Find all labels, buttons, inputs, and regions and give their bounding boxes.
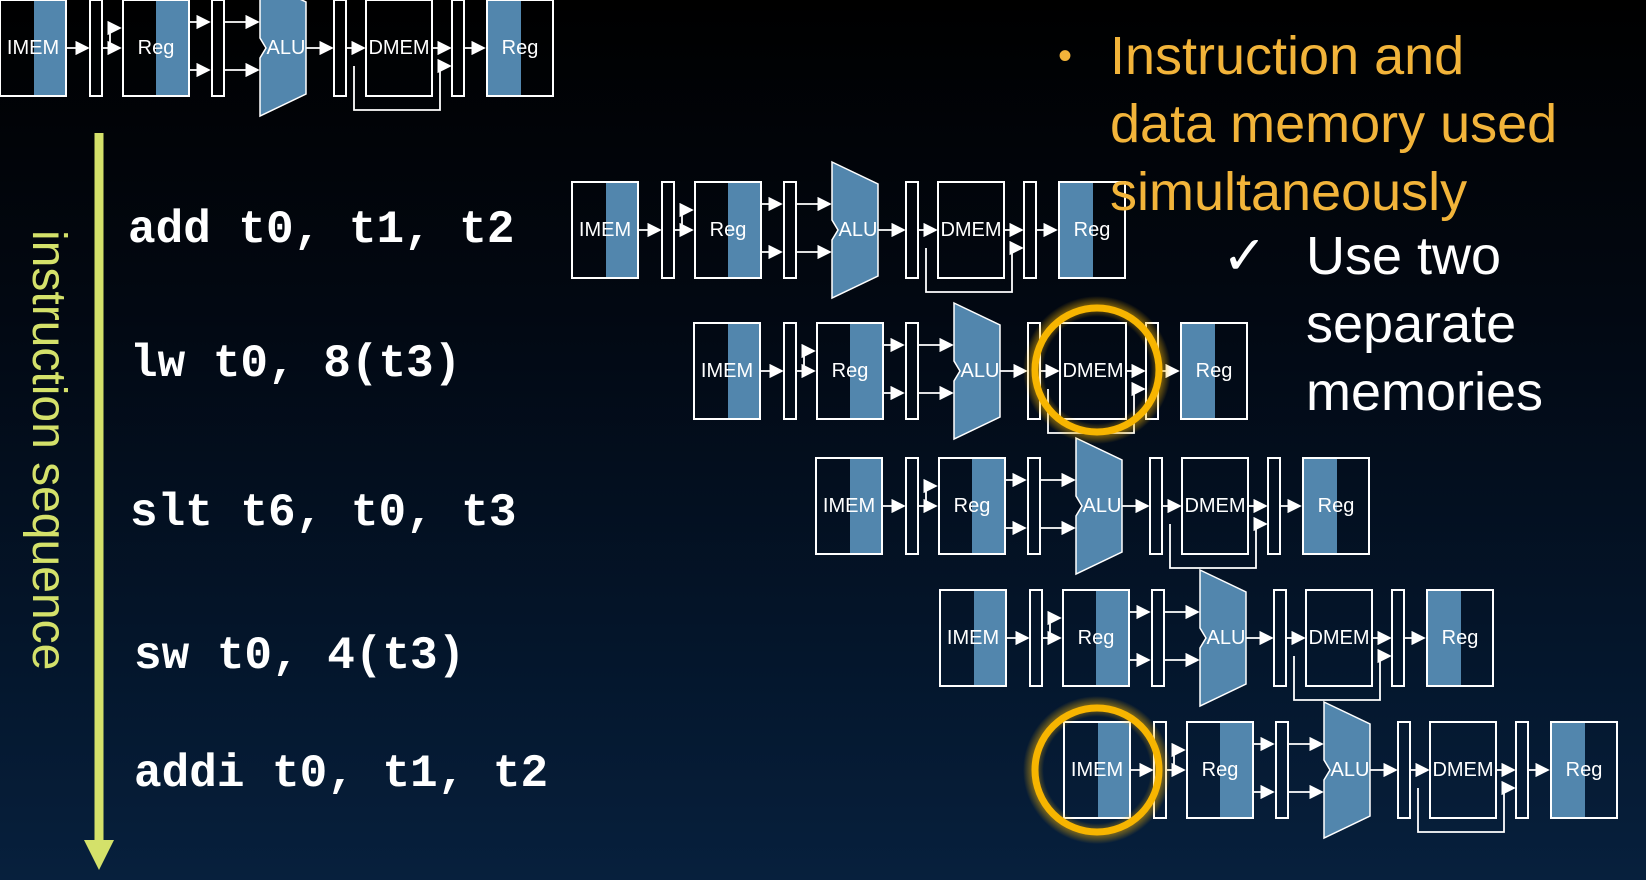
bullet-line-3: simultaneously: [1110, 162, 1468, 222]
reg-wb-label: Reg: [502, 37, 539, 59]
instruction-3: slt t6, t0, t3: [130, 487, 517, 539]
imem-label: IMEM: [7, 37, 59, 59]
reg-label: Reg: [138, 37, 175, 59]
highlight-imem: [1023, 696, 1171, 844]
instruction-2: lw t0, 8(t3): [130, 338, 462, 390]
sub-bullet-line-1: Use two: [1306, 226, 1502, 286]
pipeline-row-1: [572, 162, 1125, 298]
sub-bullet-line-3: memories: [1306, 362, 1544, 422]
highlight-dmem: [1023, 296, 1171, 444]
bullet-marker: •: [1058, 34, 1073, 78]
pipeline-row-4: [940, 570, 1493, 706]
sub-bullet-line-2: separate: [1306, 294, 1517, 354]
instruction-1: add t0, t1, t2: [128, 204, 515, 256]
bullet-line-1: Instruction and: [1110, 26, 1465, 86]
sequence-label: instruction sequence: [22, 230, 75, 671]
dmem-label: DMEM: [368, 37, 429, 59]
check-icon: ✓: [1222, 226, 1268, 286]
instruction-4: sw t0, 4(t3): [134, 630, 466, 682]
alu-label: ALU: [267, 37, 306, 59]
bullet-line-2: data memory used: [1110, 94, 1558, 154]
instruction-5: addi t0, t1, t2: [134, 748, 549, 800]
pipeline-row-3: [816, 438, 1369, 574]
